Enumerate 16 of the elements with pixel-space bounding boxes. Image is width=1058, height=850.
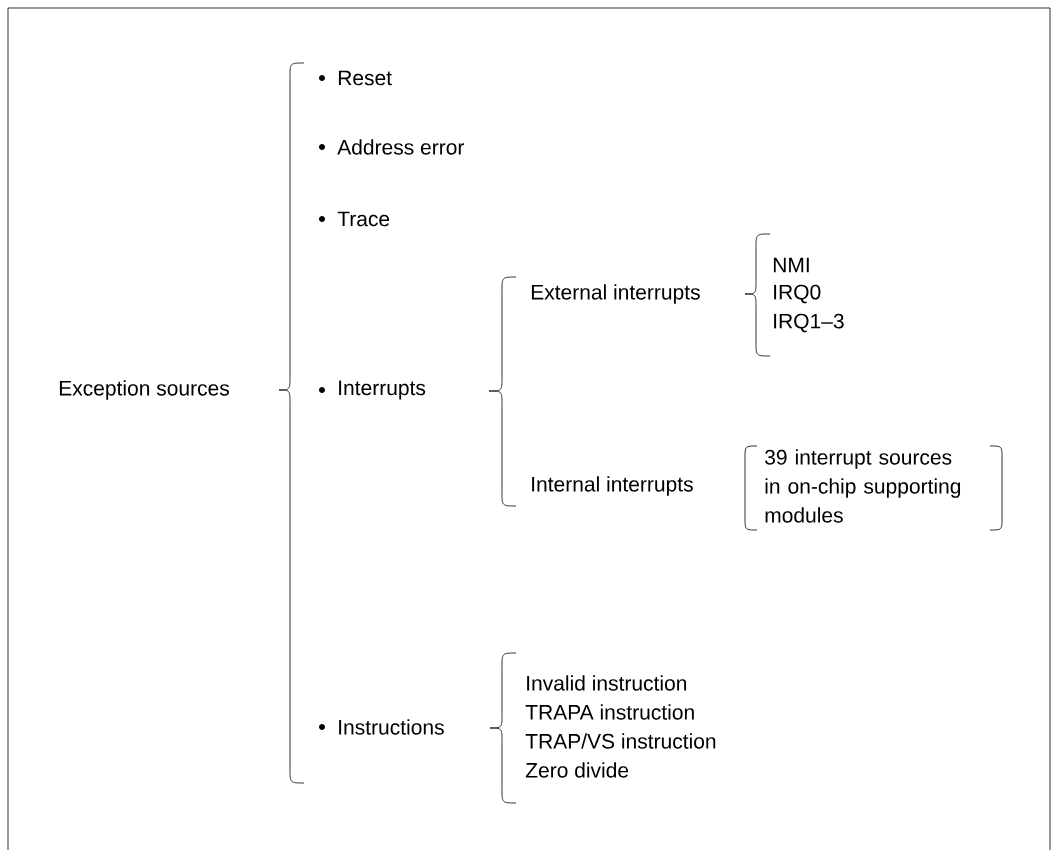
item-text: Exception sources xyxy=(59,380,229,400)
list-item: Interrupts xyxy=(339,380,426,400)
item-text: External interrupts xyxy=(531,284,700,304)
item-text: 39 interrupt sources in on-chip supporting modules xyxy=(765,449,961,523)
list-item: Trace xyxy=(337,211,390,227)
item-text: Invalid instruction xyxy=(527,675,687,691)
item-text: NMI xyxy=(773,257,809,273)
item-text: Zero divide xyxy=(525,762,629,778)
item-text: IRQ0 xyxy=(774,284,821,304)
item-text: TRAPA instruction xyxy=(525,704,694,720)
item-text: IRQ1–3 xyxy=(774,313,844,333)
item-text: TRAP/VS instruction xyxy=(525,733,716,749)
item-text: Internal interrupts xyxy=(532,476,693,496)
list-item: Address error xyxy=(337,139,465,155)
list-item: Instructions xyxy=(339,719,444,735)
list-item: Reset xyxy=(338,70,392,86)
